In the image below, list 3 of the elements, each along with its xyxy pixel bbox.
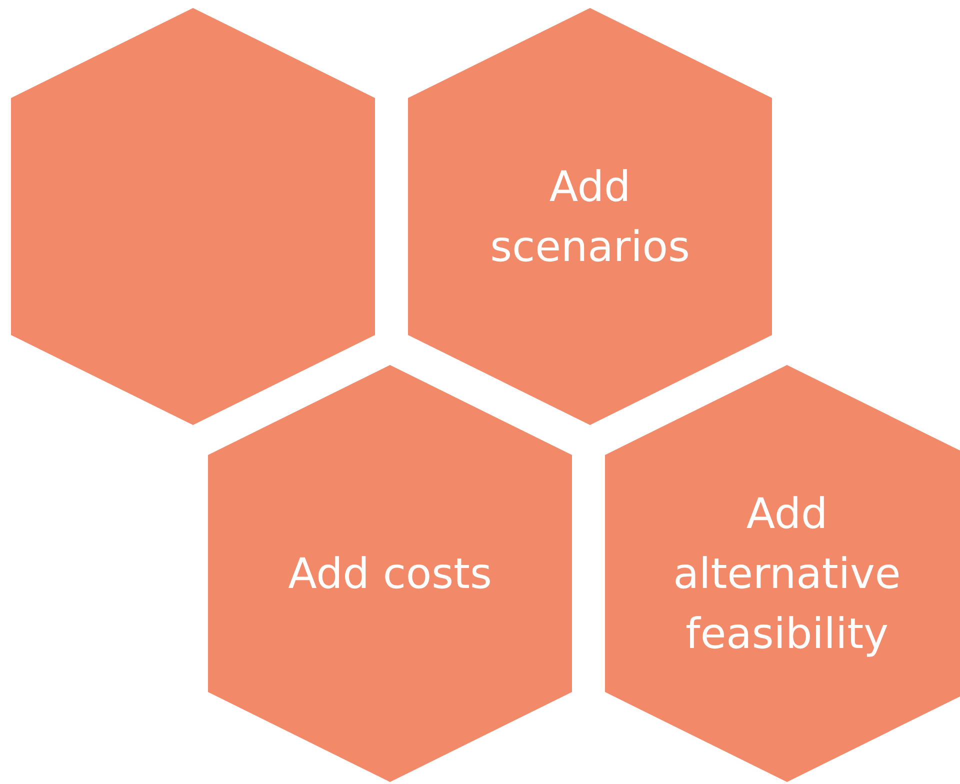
hexagon-label: Add scenarios [489, 160, 691, 272]
hexagon-label: Add alternative feasibility [672, 488, 902, 660]
hexagon-label: Add costs [287, 548, 493, 600]
